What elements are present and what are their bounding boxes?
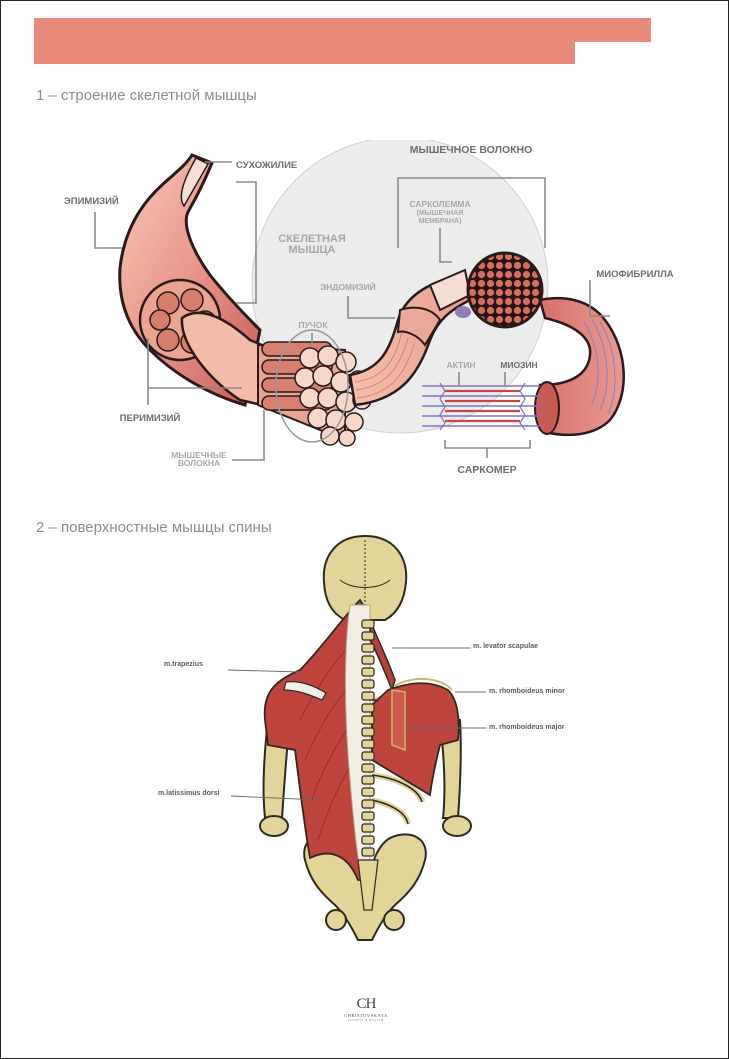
- label-muscle-fibers-1: МЫШЕЧНЫЕ: [171, 450, 227, 460]
- brand-logo: CH CHRISTOVSKAYA FITNESS & HEALTH: [334, 996, 398, 1022]
- skeletal-muscle-shape: [118, 153, 264, 407]
- muscle-fiber-shape: [348, 251, 544, 407]
- label-skeletal-muscle-2: МЫШЦА: [289, 244, 336, 256]
- label-trapezius: m.trapezius: [164, 661, 203, 668]
- right-back-muscles: [369, 619, 460, 797]
- label-levator-scapulae: m. levator scapulae: [473, 643, 538, 650]
- label-muscle-fibers-2: ВОЛОКНА: [178, 458, 220, 468]
- label-bundle: ПУЧОК: [298, 320, 328, 330]
- label-myofibril: МИОФИБРИЛЛА: [596, 269, 673, 280]
- back-muscles-diagram: m.trapezius m. levator scapulae m. rhomb…: [158, 534, 565, 941]
- label-sarcolemma-1: САРКОЛЕММА: [409, 199, 470, 209]
- label-sarcolemma-2: (МЫШЕЧНАЯ: [417, 210, 464, 217]
- myofibril-shape: [534, 296, 625, 437]
- title-banner-top: [34, 18, 651, 42]
- logo-tagline: FITNESS & HEALTH: [348, 1018, 384, 1022]
- label-actin: АКТИН: [447, 360, 476, 370]
- logo-monogram: CH: [356, 996, 377, 1012]
- section-heading-back-muscles: 2 – поверхностные мышцы спины: [36, 519, 272, 536]
- label-tendon: СУХОЖИЛИЕ: [236, 160, 297, 171]
- spine: [357, 619, 379, 911]
- logo-name: CHRISTOVSKAYA: [344, 1013, 388, 1018]
- label-endomysium: ЭНДОМИЗИЙ: [320, 281, 376, 292]
- label-myosin: МИОЗИН: [500, 360, 537, 370]
- label-latissimus-dorsi: m.latissimus dorsi: [158, 790, 220, 797]
- label-sarcomere: САРКОМЕР: [457, 464, 516, 476]
- title-banner: [34, 18, 651, 64]
- fiber-cross-section: [466, 251, 544, 329]
- label-skeletal-muscle-1: СКЕЛЕТНАЯ: [278, 233, 346, 245]
- label-rhomboideus-minor: m. rhomboideus minor: [489, 688, 565, 695]
- label-muscle-fiber-title: МЫШЕЧНОЕ ВОЛОКНО: [410, 144, 533, 156]
- bundle-outline: [275, 329, 349, 443]
- leader-lines-section1: [94, 161, 610, 461]
- section-heading-muscle-structure: 1 – строение скелетной мышцы: [36, 87, 257, 104]
- title-banner-bottom: [34, 42, 575, 64]
- label-rhomboideus-major: m. rhomboideus major: [489, 724, 565, 731]
- leader-lines-section2: [227, 647, 486, 801]
- sarcomere-filaments: [422, 382, 540, 431]
- muscle-structure-diagram: СУХОЖИЛИЕ ЭПИМИЗИЙ СКЕЛЕТНАЯ МЫШЦА МЫШЕЧ…: [64, 140, 674, 476]
- label-sarcolemma-3: МЕМБРАНА): [419, 218, 462, 225]
- fascicle-bundle: [257, 329, 372, 447]
- label-epimysium: ЭПИМИЗИЙ: [64, 195, 119, 207]
- label-perimysium: ПЕРИМИЗИЙ: [120, 412, 181, 424]
